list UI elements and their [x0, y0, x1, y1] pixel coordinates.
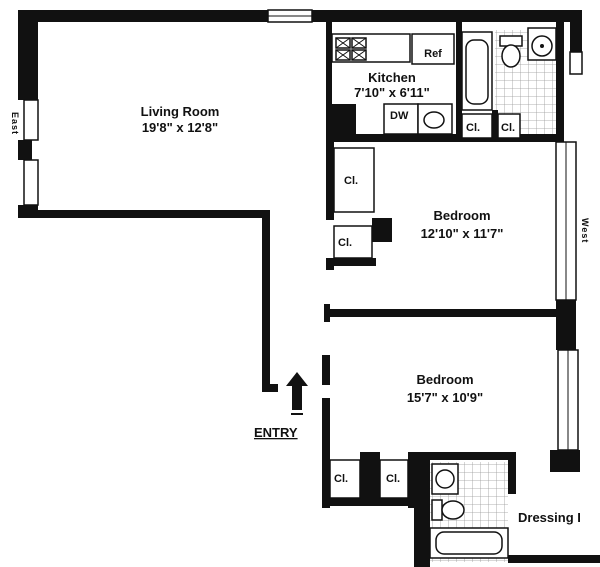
bottom-bath-fixtures — [429, 463, 509, 559]
windows — [23, 9, 583, 451]
closet-label-bed2-left: Cl. — [334, 473, 348, 485]
kitchen-name: Kitchen — [368, 70, 416, 85]
closets — [329, 147, 409, 499]
living-room-name: Living Room — [141, 104, 220, 119]
ref-label: Ref — [424, 48, 442, 60]
stove-icon — [335, 37, 367, 61]
sink-basin-icon — [423, 111, 445, 129]
closet-label-kitchen: Cl. — [466, 122, 480, 134]
kitchen-dims: 7'10" x 6'11" — [354, 85, 430, 100]
living-room-dims: 19'8" x 12'8" — [142, 120, 218, 135]
dishwasher — [383, 103, 419, 135]
closet-label-bed2-right: Cl. — [386, 473, 400, 485]
bedroom1-name: Bedroom — [433, 208, 490, 223]
toilet-icon-2 — [431, 499, 465, 521]
toilet-icon — [499, 35, 523, 68]
bath-sink-icon-2 — [431, 463, 459, 495]
dressing-room-name: Dressing I — [518, 510, 581, 525]
bedroom2-dims: 15'7" x 10'9" — [407, 390, 483, 405]
bedroom1-dims: 12'10" x 11'7" — [421, 226, 504, 241]
closet-label-bath: Cl. — [501, 122, 515, 134]
bedroom2-name: Bedroom — [416, 372, 473, 387]
top-bath-fixtures — [461, 27, 557, 139]
east-label: East — [10, 112, 20, 135]
walls — [18, 10, 600, 567]
refrigerator — [411, 33, 455, 65]
dw-label: DW — [390, 110, 409, 122]
entry-arrow-icon — [286, 372, 308, 415]
closet-label-bed1-mid: Cl. — [338, 237, 352, 249]
closet-label-bed1-top: Cl. — [344, 175, 358, 187]
kitchen-fixtures — [331, 33, 455, 135]
west-label: West — [580, 218, 590, 243]
entry-label: ENTRY — [254, 425, 298, 440]
bath-sink-icon — [527, 27, 557, 61]
